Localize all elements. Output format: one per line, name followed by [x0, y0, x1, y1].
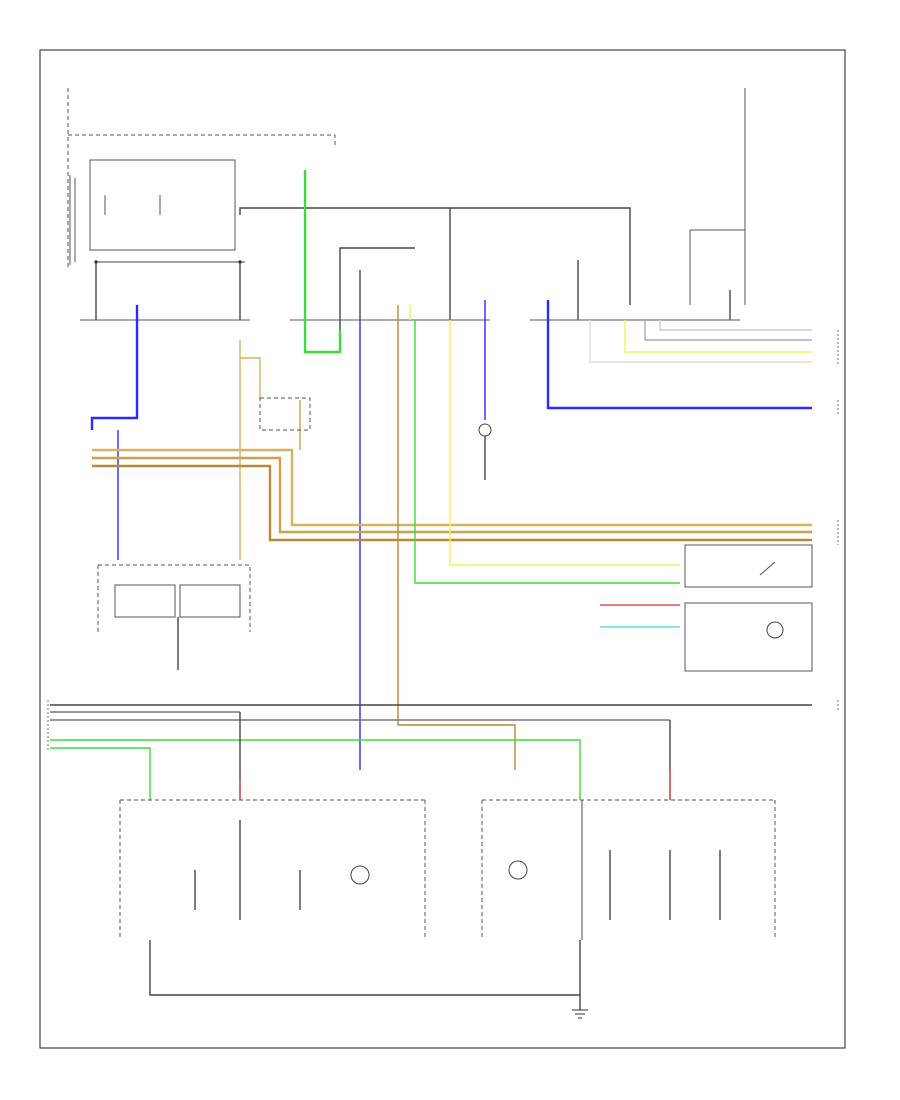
white-wire-right-1: [659, 320, 812, 331]
turn-signal-switch-assembly: [67, 88, 336, 270]
bottom-left-module: [119, 799, 426, 940]
diagram-frame: [39, 49, 846, 1049]
yellow-wire-right-top: [624, 320, 812, 353]
bottom-bus: [50, 704, 812, 800]
bottom-ground-wire: [149, 940, 581, 996]
relay-box: [259, 397, 311, 431]
lamp-mid: [478, 423, 492, 480]
tan-wire-bus-2: [92, 456, 812, 534]
ground-symbol: [572, 1009, 588, 1019]
bottom-right-module: [481, 799, 776, 940]
white-wire-right-2: [589, 320, 812, 363]
black-bus: [95, 207, 631, 330]
blue-wire-right: [546, 300, 812, 410]
tan-wire-branch: [240, 357, 261, 400]
brown-wire-bus-3: [92, 464, 812, 542]
left-lamp-group: [97, 564, 251, 670]
top-right-modules: [577, 88, 746, 320]
green-wire-middle: [414, 320, 680, 584]
blue-wire-left: [90, 305, 139, 430]
right-switch-module: [684, 544, 813, 672]
brown-wire-center: [397, 305, 516, 770]
green-wire-top: [303, 170, 342, 354]
yellow-wire-middle: [449, 320, 680, 566]
tan-wire-bus-1: [92, 448, 812, 527]
gray-wire-right: [644, 320, 812, 341]
